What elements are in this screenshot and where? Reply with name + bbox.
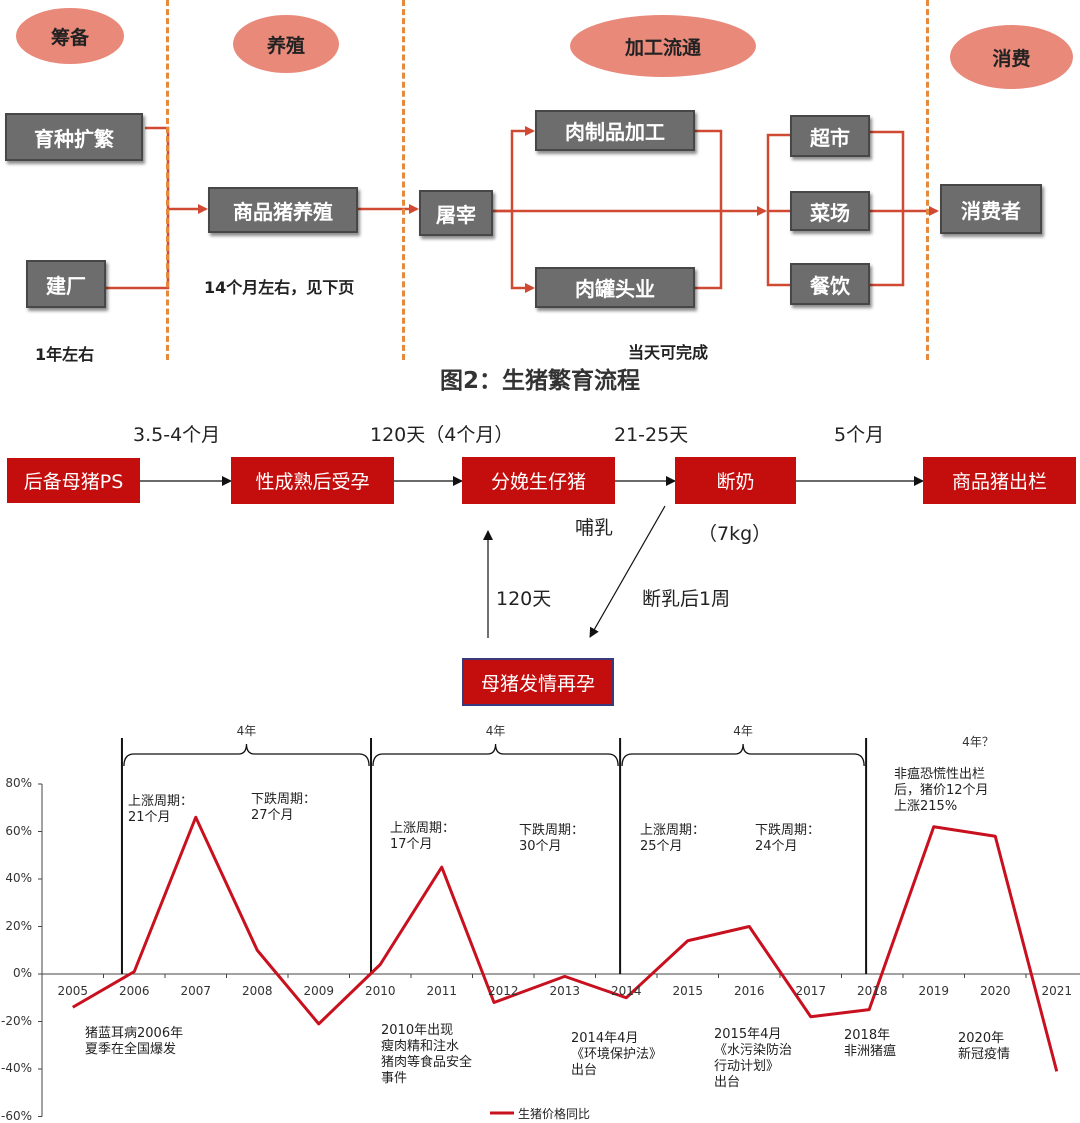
stage-consumption: 消费 (950, 25, 1073, 89)
box-breeding: 育种扩繁 (5, 113, 143, 161)
y-tick-label: 80% (5, 776, 32, 790)
x-tick-label: 2019 (918, 984, 950, 998)
cycle-brace (621, 743, 865, 767)
processing-merge-line (695, 129, 723, 290)
cycle-brace (372, 743, 619, 767)
event-2018: 2018年 非洲猪瘟 (844, 1028, 897, 1059)
box-plant: 建厂 (26, 260, 106, 308)
stage-prep: 筹备 (16, 8, 124, 64)
cycle-brace (123, 743, 370, 767)
annotation-up-2: 上涨周期： 17个月 (390, 821, 456, 852)
event-2020: 2020年 新冠疫情 (958, 1031, 1011, 1062)
y-tick-label: 20% (5, 918, 32, 933)
duration-3: 21-25天 (614, 424, 689, 446)
step-weaning: 断奶 (675, 457, 796, 504)
x-tick-label: 2010 (364, 984, 396, 998)
x-tick-label: 2021 (1041, 984, 1073, 998)
cycle-label: 4年 (733, 724, 753, 738)
annotation-up-1: 上涨周期： 21个月 (128, 794, 194, 825)
after-weaning-label: 断乳后1周 (642, 588, 731, 610)
box-supermarket: 超市 (790, 115, 870, 157)
x-tick-label: 2018 (856, 984, 888, 998)
box-catering: 餐饮 (790, 263, 870, 305)
stage-divider-1 (166, 0, 169, 360)
annotation-down-1: 下跌周期： 27个月 (251, 792, 317, 823)
figure-title: 图2：生猪繁育流程 (439, 368, 640, 394)
step-estrus: 母猪发情再孕 (462, 658, 614, 706)
event-2015: 2015年4月 《水污染防治 行动计划》 出台 (714, 1027, 793, 1090)
y-tick-label: 60% (5, 823, 32, 838)
annotation-up-3: 上涨周期： 25个月 (640, 823, 706, 854)
retail-right-bracket (870, 130, 905, 287)
annotation-down-3: 下跌周期： 24个月 (755, 823, 821, 854)
arrow-after-weaning (589, 505, 666, 638)
x-tick-label: 2006 (118, 984, 150, 998)
step-reserve-sow: 后备母猪PS (7, 458, 140, 503)
duration-2: 120天（4个月） (370, 424, 514, 446)
arrow-to-canning (510, 211, 535, 293)
y-tick-label: -40% (0, 1061, 32, 1075)
x-tick-label: 2017 (795, 984, 827, 998)
x-tick-label: 2007 (180, 984, 212, 998)
return-label: 120天 (496, 588, 552, 610)
stage-divider-3 (926, 0, 929, 360)
step-farrowing: 分娩生仔猪 (462, 457, 615, 504)
cycle-label: 4年 (236, 724, 257, 738)
cycle-arrows (140, 476, 924, 638)
y-tick-label: 0% (12, 966, 32, 980)
annotation-down-2: 下跌周期： 30个月 (519, 823, 585, 854)
y-tick-label: 40% (5, 871, 32, 885)
x-tick-label: 2015 (672, 984, 704, 998)
event-2010: 2010年出现 瘦肉精和注水 猪肉等食品安全 事件 (381, 1023, 473, 1086)
note-farm-time: 14个月左右，见下页 (204, 278, 355, 297)
event-2006: 猪蓝耳病2006年 夏季在全国爆发 (85, 1026, 184, 1057)
box-consumer: 消费者 (940, 184, 1042, 234)
note-process-time: 当天可完成 (628, 343, 709, 362)
x-tick-label: 2013 (549, 984, 581, 998)
y-tick-label: -60% (0, 1108, 32, 1123)
step-conception: 性成熟后受孕 (231, 457, 394, 504)
box-farming: 商品猪养殖 (208, 187, 358, 233)
x-tick-label: 2016 (733, 984, 765, 998)
note-prep-time: 1年左右 (35, 345, 95, 364)
x-tick-label: 2008 (241, 984, 273, 998)
box-canning: 肉罐头业 (535, 267, 695, 308)
x-tick-label: 2020 (979, 984, 1011, 998)
x-tick-label: 2012 (487, 984, 519, 998)
box-meat-processing: 肉制品加工 (535, 110, 695, 151)
x-tick-label: 2014 (610, 984, 642, 998)
stage-farming: 养殖 (233, 15, 339, 73)
x-tick-label: 2009 (303, 984, 335, 998)
x-tick-label: 2005 (57, 984, 89, 998)
cycle-label-future: 4年？ (962, 735, 994, 749)
box-slaughter: 屠宰 (419, 190, 493, 236)
event-2014: 2014年4月 《环境保护法》 出台 (571, 1031, 663, 1078)
y-tick-label: -20% (0, 1013, 32, 1028)
stage-processing: 加工流通 (570, 15, 756, 77)
step-market-hog: 商品猪出栏 (923, 457, 1076, 504)
box-market: 菜场 (790, 191, 870, 231)
annotation-panic: 非瘟恐慌性出栏 后，猪价12个月 上涨215% (894, 767, 989, 814)
nursing-label: 哺乳 (575, 517, 614, 539)
duration-1: 3.5-4个月 (133, 424, 221, 446)
cycle-label: 4年 (485, 724, 506, 738)
x-tick-label: 2011 (426, 984, 458, 998)
duration-4: 5个月 (834, 424, 885, 446)
series-line-price-yoy (71, 815, 1059, 1072)
legend-label: 生猪价格同比 (518, 1107, 591, 1121)
stage-divider-2 (402, 0, 405, 360)
chain-connectors (106, 126, 939, 293)
weight-label: （7kg） (698, 523, 772, 545)
